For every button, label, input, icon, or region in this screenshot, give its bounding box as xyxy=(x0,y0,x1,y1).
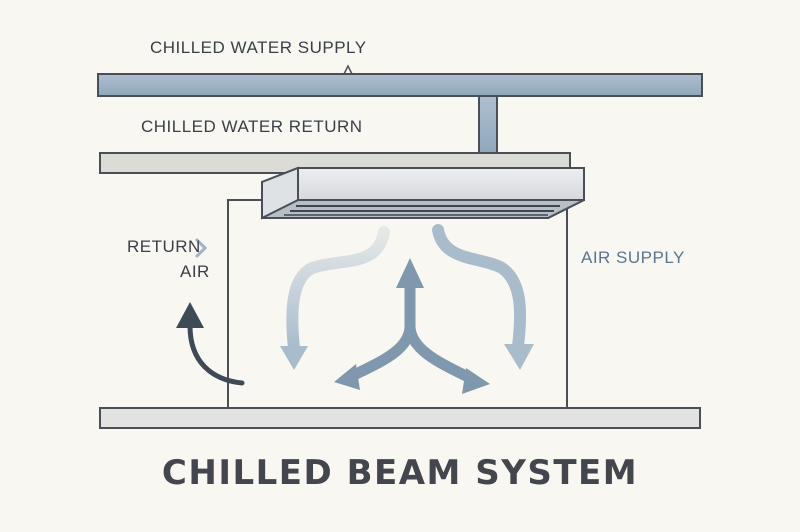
arrow-head-right xyxy=(504,344,534,370)
label-return-air-line1: RETURN xyxy=(127,237,201,256)
floor-slab xyxy=(99,407,701,429)
return-air-mark-icon xyxy=(195,238,208,258)
arrow-head-left xyxy=(280,346,308,370)
label-chilled-water-return: CHILLED WATER RETURN xyxy=(141,117,363,136)
arrow-head-up xyxy=(396,258,424,288)
label-air-supply: AIR SUPPLY xyxy=(581,248,685,267)
chilled-beam-unit xyxy=(261,166,585,220)
supply-drop-pipe xyxy=(478,95,498,157)
arrow-head-return xyxy=(176,302,204,328)
supply-pipe xyxy=(97,73,703,97)
supply-marker-icon xyxy=(343,64,353,75)
diagram-title: CHILLED BEAM SYSTEM xyxy=(161,453,639,493)
arrow-head-down-right xyxy=(462,368,490,394)
room-outline xyxy=(227,199,568,408)
label-chilled-water-supply: CHILLED WATER SUPPLY xyxy=(150,38,367,57)
airflow-arrows xyxy=(176,224,534,394)
label-return-air-line2: AIR xyxy=(180,262,210,281)
arrow-head-down-left xyxy=(334,364,360,390)
